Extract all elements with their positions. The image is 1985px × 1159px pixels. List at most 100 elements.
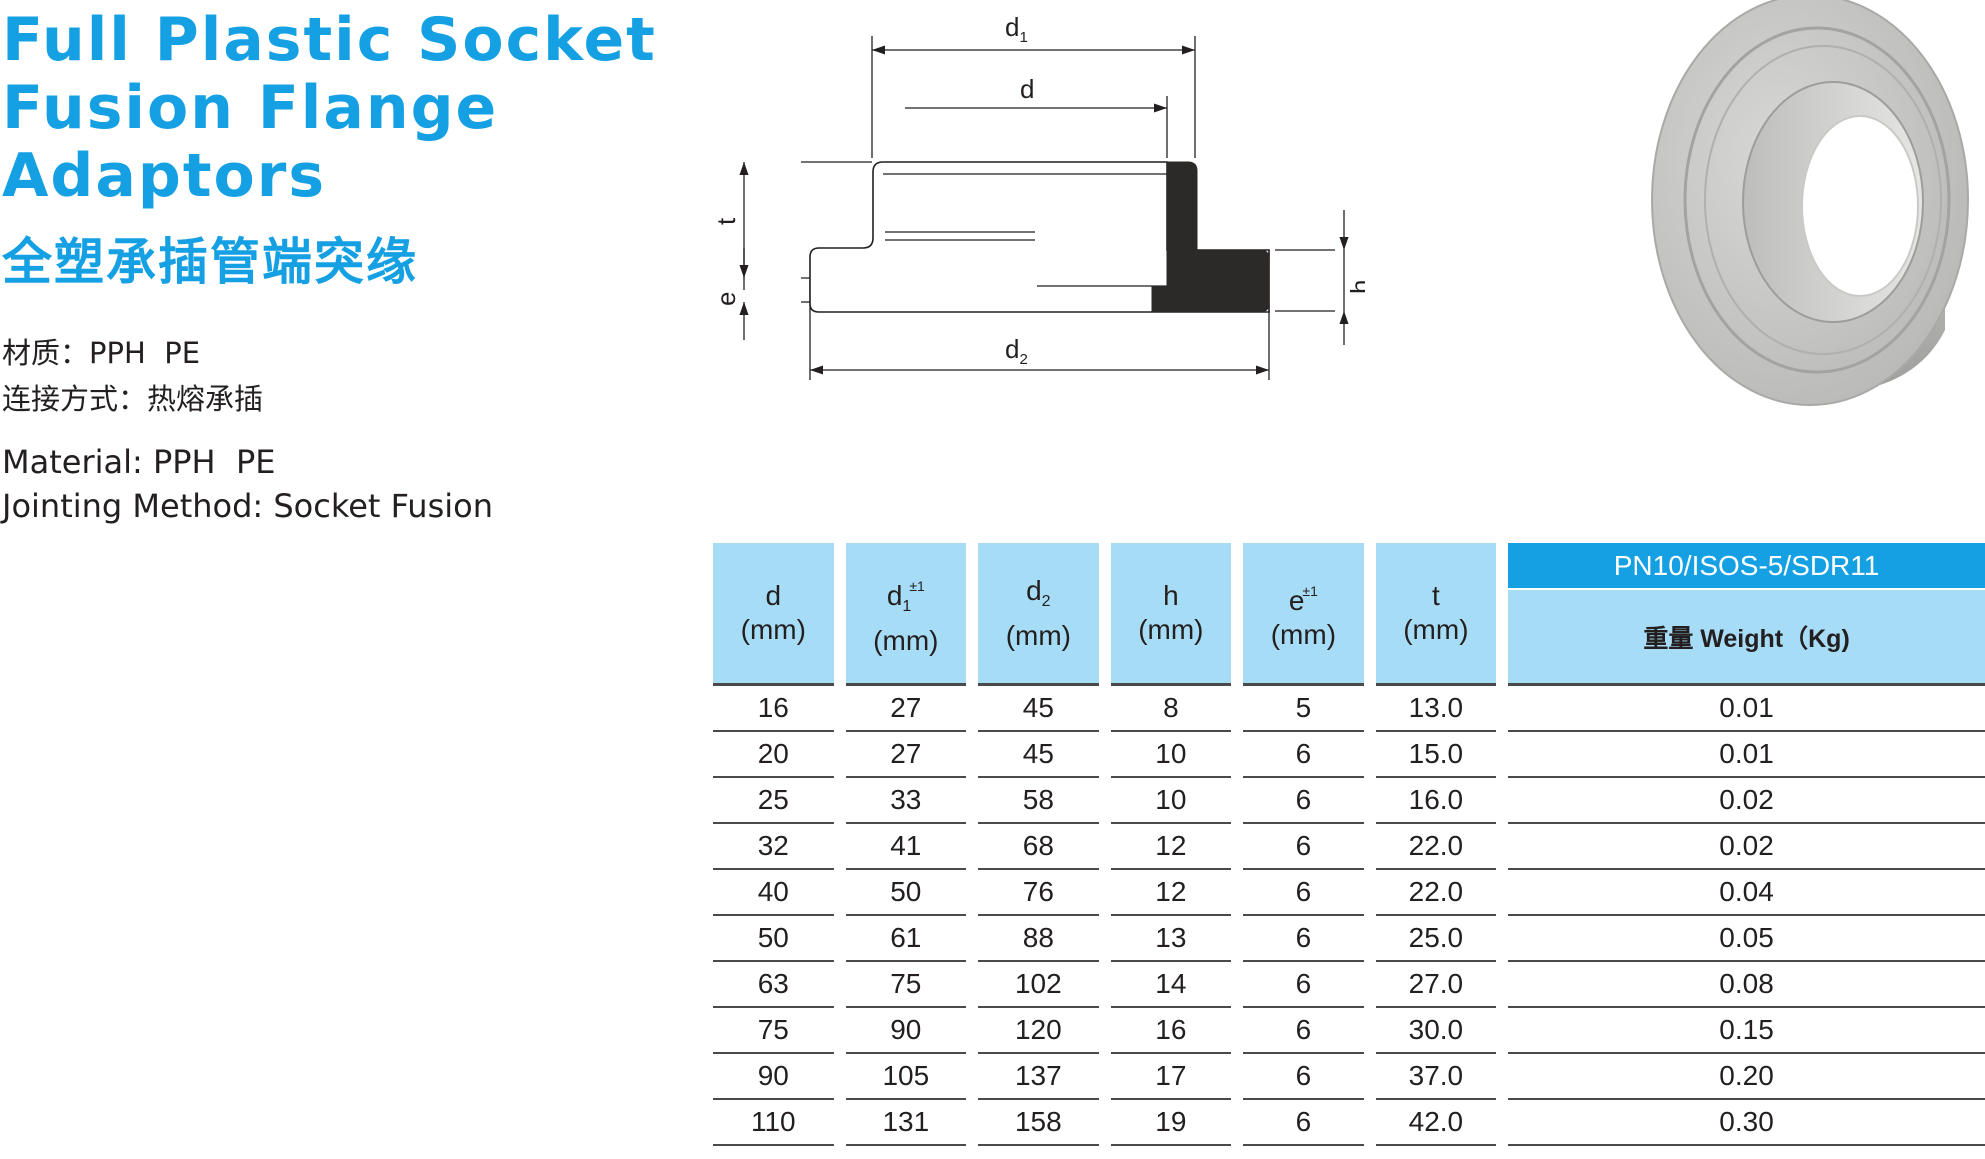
table-cell: 76 <box>978 870 1099 916</box>
header-weight: 重量 Weight（Kg) <box>1508 590 1985 686</box>
label-d2: d2 <box>1005 334 1028 368</box>
title-line: Adaptors <box>2 141 327 211</box>
table-cell: 45 <box>978 732 1099 778</box>
table-cell: 27.0 <box>1375 962 1497 1008</box>
table-cell: 0.05 <box>1508 916 1985 962</box>
header-d: d(mm) <box>713 543 834 686</box>
table-cell: 50 <box>845 870 967 916</box>
table-cell: 42.0 <box>1375 1100 1497 1146</box>
material-en: Material: PPH PE <box>2 443 276 481</box>
table-cell: 58 <box>978 778 1099 824</box>
label-h: h <box>1345 280 1365 294</box>
table-cell: 13 <box>1110 916 1232 962</box>
table-cell: 12 <box>1110 870 1232 916</box>
table-cell: 33 <box>845 778 967 824</box>
table-cell: 10 <box>1110 778 1232 824</box>
dimensions-table: d(mm) d1±1(mm) d2(mm) h(mm) e±1(mm) t(mm… <box>713 543 1985 1146</box>
product-title: Full Plastic Socket Fusion Flange Adapto… <box>2 6 657 210</box>
header-d2: d2(mm) <box>978 543 1099 686</box>
table-cell: 0.02 <box>1508 778 1985 824</box>
table-cell: 6 <box>1243 916 1364 962</box>
spec-chinese: 材质：PPH PE 连接方式：热熔承插 <box>2 330 263 422</box>
table-cell: 0.01 <box>1508 732 1985 778</box>
table-cell: 6 <box>1243 824 1364 870</box>
table-cell: 102 <box>978 962 1099 1008</box>
table-cell: 90 <box>845 1008 967 1054</box>
table-cell: 137 <box>978 1054 1099 1100</box>
table-cell: 25.0 <box>1375 916 1497 962</box>
table-cell: 0.08 <box>1508 962 1985 1008</box>
table-cell: 0.02 <box>1508 824 1985 870</box>
table-cell: 110 <box>713 1100 834 1146</box>
table-cell: 120 <box>978 1008 1099 1054</box>
table-cell: 41 <box>845 824 967 870</box>
table-cell: 19 <box>1110 1100 1232 1146</box>
table-cell: 0.01 <box>1508 686 1985 732</box>
title-line: Full Plastic Socket <box>2 5 657 75</box>
table-cell: 0.04 <box>1508 870 1985 916</box>
table-cell: 45 <box>978 686 1099 732</box>
table-cell: 6 <box>1243 1100 1364 1146</box>
table-cell: 6 <box>1243 870 1364 916</box>
table-cell: 14 <box>1110 962 1232 1008</box>
table-cell: 17 <box>1110 1054 1232 1100</box>
table-cell: 88 <box>978 916 1099 962</box>
header-pressure-class: PN10/ISOS-5/SDR11 <box>1508 543 1985 591</box>
table-cell: 27 <box>845 686 967 732</box>
table-cell: 75 <box>845 962 967 1008</box>
table-cell: 5 <box>1243 686 1364 732</box>
label-t: t <box>711 217 741 225</box>
table-cell: 37.0 <box>1375 1054 1497 1100</box>
table-cell: 25 <box>713 778 834 824</box>
table-cell: 158 <box>978 1100 1099 1146</box>
table-cell: 22.0 <box>1375 824 1497 870</box>
table-cell: 131 <box>845 1100 967 1146</box>
table-cell: 105 <box>845 1054 967 1100</box>
table-cell: 8 <box>1110 686 1232 732</box>
table-cell: 16 <box>1110 1008 1232 1054</box>
table-cell: 6 <box>1243 732 1364 778</box>
table-cell: 30.0 <box>1375 1008 1497 1054</box>
spec-english: Material: PPH PE Jointing Method: Socket… <box>2 440 493 528</box>
table-cell: 6 <box>1243 962 1364 1008</box>
dimension-drawing: d1 d d2 t e h <box>711 12 1365 380</box>
table-cell: 0.30 <box>1508 1100 1985 1146</box>
table-cell: 16 <box>713 686 834 732</box>
table-cell: 68 <box>978 824 1099 870</box>
material-cn: 材质：PPH PE <box>2 336 201 370</box>
table-cell: 63 <box>713 962 834 1008</box>
header-t: t(mm) <box>1375 543 1497 686</box>
jointing-en: Jointing Method: Socket Fusion <box>2 487 493 525</box>
table-cell: 10 <box>1110 732 1232 778</box>
table-cell: 22.0 <box>1375 870 1497 916</box>
table-cell: 20 <box>713 732 834 778</box>
header-h: h(mm) <box>1110 543 1232 686</box>
table-cell: 13.0 <box>1375 686 1497 732</box>
table-cell: 32 <box>713 824 834 870</box>
product-image <box>1651 0 1969 406</box>
table-cell: 75 <box>713 1008 834 1054</box>
table-cell: 90 <box>713 1054 834 1100</box>
table-cell: 6 <box>1243 1008 1364 1054</box>
table-cell: 27 <box>845 732 967 778</box>
header-e: e±1(mm) <box>1243 543 1364 686</box>
label-d: d <box>1020 74 1034 104</box>
table-cell: 0.15 <box>1508 1008 1985 1054</box>
table-cell: 61 <box>845 916 967 962</box>
label-e: e <box>711 292 741 306</box>
jointing-cn: 连接方式：热熔承插 <box>2 382 264 416</box>
table-cell: 50 <box>713 916 834 962</box>
title-line: Fusion Flange <box>2 73 499 143</box>
table-cell: 16.0 <box>1375 778 1497 824</box>
table-cell: 40 <box>713 870 834 916</box>
